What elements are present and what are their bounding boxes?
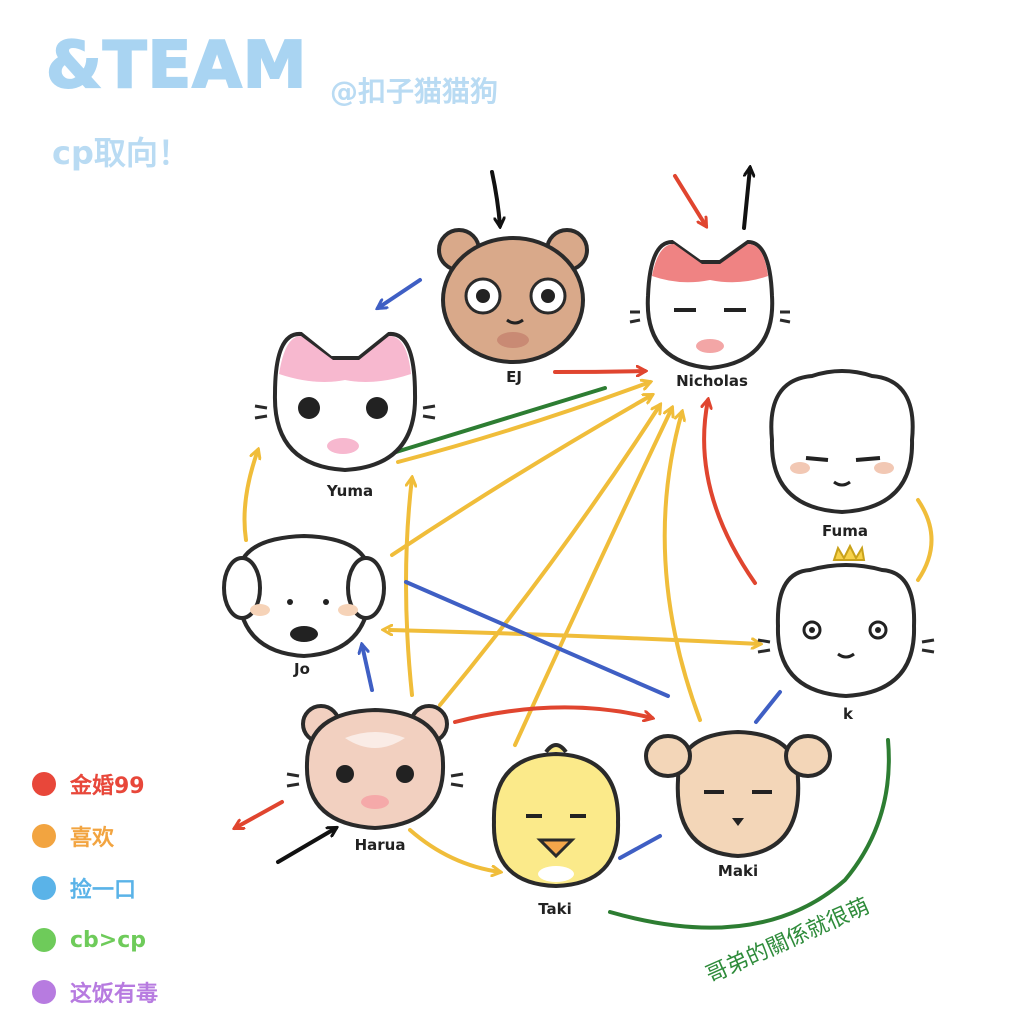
legend-item: 喜欢	[32, 810, 232, 862]
member-name-ej: EJ	[506, 368, 522, 386]
legend-label: 捡一口	[70, 878, 137, 903]
edge-jo-nicholas	[390, 395, 652, 557]
legend-item: 这饭有毒	[32, 966, 232, 1018]
member-name-fuma: Fuma	[822, 522, 868, 540]
author-handle: @扣子猫猫狗	[330, 75, 499, 108]
legend-item: 金婚99	[32, 758, 232, 810]
legend-label: 喜欢	[70, 826, 115, 851]
legend-dot	[32, 980, 56, 1004]
red-cat-icon	[629, 239, 791, 371]
edge-jo-yuma	[242, 450, 259, 542]
edge-taki-nicholas	[513, 408, 672, 747]
edge-yuma-nicholas-green	[394, 386, 607, 454]
legend-label: 这饭有毒	[70, 982, 159, 1007]
edge-harua-nicholas	[438, 405, 660, 707]
legend-label: cb>cp	[70, 927, 147, 953]
edge-harua-maki	[453, 705, 652, 724]
edge-harua-taki	[408, 828, 500, 872]
member-name-nicholas: Nicholas	[676, 372, 748, 390]
edge-ej-nicholas	[553, 371, 645, 372]
edge-harua-yuma	[404, 478, 412, 697]
edge-in-harua	[276, 828, 336, 864]
pink-cat-icon	[254, 332, 436, 473]
member-name-taki: Taki	[538, 900, 572, 918]
legend: 金婚99 喜欢 捡一口 cb>cp 这饭有毒	[32, 758, 232, 1018]
white-dog-icon	[222, 533, 386, 659]
legend-dot	[32, 824, 56, 848]
edge-harua-out	[235, 800, 284, 828]
legend-item: 捡一口	[32, 862, 232, 914]
member-name-jo: Jo	[294, 660, 310, 678]
edges	[235, 168, 934, 930]
legend-label: 金婚99	[70, 774, 145, 799]
member-name-yuma: Yuma	[326, 482, 374, 500]
edge-nicholas-out	[742, 168, 750, 230]
legend-dot	[32, 876, 56, 900]
hamster-icon	[286, 704, 464, 831]
edge-fuma-k	[916, 498, 934, 582]
edge-in-ej	[490, 170, 500, 226]
legend-dot	[32, 772, 56, 796]
edge-harua-jo	[362, 645, 374, 692]
edge-maki-nicholas	[662, 412, 702, 722]
edge-taki-maki	[618, 834, 662, 860]
edge-yuma-nicholas	[396, 382, 650, 464]
crowned-cat-icon	[757, 543, 935, 699]
chick-icon	[491, 743, 621, 889]
member-name-harua: Harua	[354, 836, 406, 854]
member-name-maki: Maki	[717, 862, 759, 880]
page-subtitle: cp取向！	[52, 134, 190, 172]
member-name-k: k	[843, 705, 853, 723]
puppy-icon	[644, 729, 832, 859]
bear-icon	[437, 228, 589, 364]
edge-jo-maki	[404, 580, 670, 698]
edge-k-nicholas	[704, 400, 757, 585]
edge-jo-k	[390, 630, 760, 644]
white-bunny-icon	[769, 369, 915, 515]
legend-item: cb>cp	[32, 914, 232, 966]
edge-maki-k	[754, 690, 782, 724]
edge-taki-k-green	[608, 738, 891, 930]
page-title: &TEAM	[45, 29, 308, 103]
edge-in-nicholas	[673, 174, 706, 226]
legend-dot	[32, 928, 56, 952]
edge-ej-yuma	[378, 278, 422, 308]
